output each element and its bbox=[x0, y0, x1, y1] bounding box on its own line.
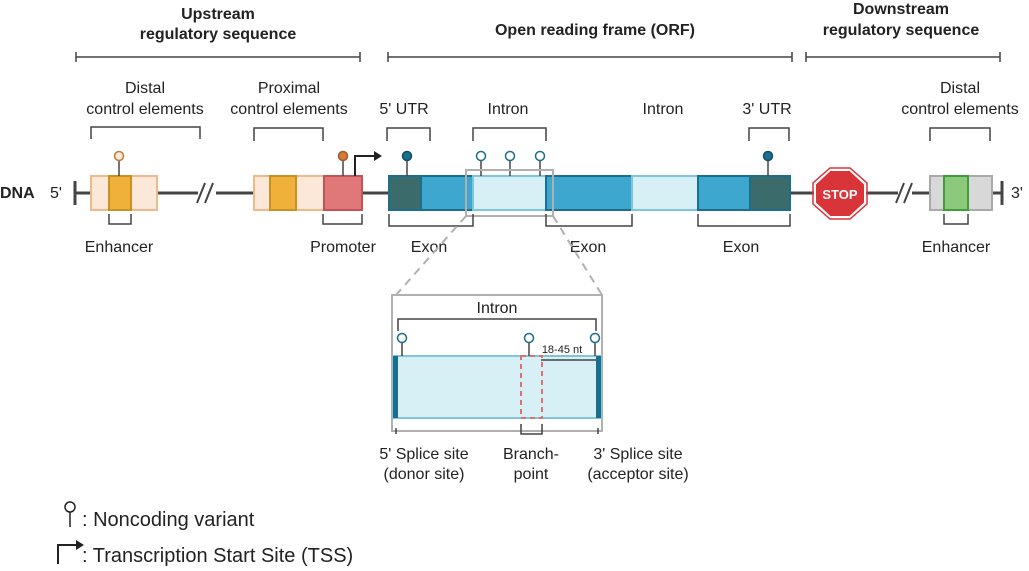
inset-intron-title: Intron bbox=[477, 300, 518, 317]
noncoding-variant-pin bbox=[401, 150, 413, 176]
downstream-title-line1: Downstream bbox=[853, 1, 949, 18]
exon3-box bbox=[697, 175, 751, 211]
orf-title: Open reading frame (ORF) bbox=[495, 22, 695, 39]
noncoding-variant-pin bbox=[523, 332, 535, 356]
exon2-bracket bbox=[545, 214, 633, 227]
branchpoint-bracket bbox=[520, 424, 543, 435]
intron1-label: Intron bbox=[488, 101, 529, 118]
intron1-bracket bbox=[472, 127, 547, 141]
orf-section-header: Open reading frame (ORF) bbox=[387, 22, 793, 62]
downstream-section-header: Downstream regulatory sequence bbox=[805, 1, 1001, 62]
splice5-label-line2: (donor site) bbox=[384, 466, 465, 483]
stop-label: STOP bbox=[822, 187, 857, 202]
legend: : Noncoding variant : Transcription Star… bbox=[57, 501, 353, 567]
noncoding-variant-pin bbox=[337, 150, 349, 176]
upstream-section-header: Upstream regulatory sequence bbox=[75, 6, 361, 62]
inset-acceptor-boundary bbox=[596, 356, 601, 418]
noncoding-variant-pin bbox=[534, 150, 546, 176]
utr3-box bbox=[749, 175, 791, 211]
branchpoint-label-line1: Branch- bbox=[503, 446, 559, 463]
enhancer-right bbox=[929, 175, 993, 211]
inset-branchpoint-box bbox=[520, 355, 543, 419]
three-prime-label: 3' bbox=[1011, 185, 1023, 202]
stop-sign-icon: STOP bbox=[812, 167, 868, 220]
upstream-title-line1: Upstream bbox=[181, 6, 255, 23]
intron2-box bbox=[631, 175, 699, 211]
utr5-label: 5' UTR bbox=[379, 101, 428, 118]
zoom-connector-left bbox=[395, 215, 467, 296]
noncoding-variant-pin bbox=[396, 332, 408, 356]
legend-variant-text: : Noncoding variant bbox=[82, 509, 255, 531]
promoter-label: Promoter bbox=[310, 239, 376, 256]
break-mark-left bbox=[196, 182, 214, 204]
distal-left-bracket bbox=[90, 126, 201, 139]
noncoding-variant-pin bbox=[475, 150, 487, 176]
exon3-label: Exon bbox=[723, 239, 759, 256]
distal-right-label-line2: control elements bbox=[901, 101, 1018, 118]
exon2-box bbox=[545, 175, 633, 211]
tss-arrow-icon bbox=[354, 151, 382, 176]
utr3-bracket bbox=[748, 127, 790, 141]
splice3-label-line1: 3' Splice site bbox=[593, 446, 682, 463]
noncoding-variant-pin bbox=[762, 150, 774, 176]
noncoding-variant-pin bbox=[589, 332, 601, 356]
enhancer-right-bracket bbox=[943, 214, 969, 225]
noncoding-variant-pin bbox=[113, 150, 125, 176]
proximal-bracket bbox=[253, 127, 324, 141]
break-mark-right bbox=[895, 182, 913, 204]
splice3-label-line2: (acceptor site) bbox=[587, 466, 688, 483]
distal-left-label-line1: Distal bbox=[125, 80, 165, 97]
distal-right-bracket bbox=[929, 127, 991, 141]
enhancer-right-label: Enhancer bbox=[922, 239, 991, 256]
splice5-label-line1: 5' Splice site bbox=[379, 446, 468, 463]
downstream-bracket bbox=[805, 52, 1001, 62]
enhancer-left-label: Enhancer bbox=[85, 239, 154, 256]
dna-label: DNA bbox=[0, 185, 35, 202]
inset-distance-label: 18-45 nt bbox=[542, 344, 582, 356]
promoter-box bbox=[323, 175, 363, 211]
inset-intron-box bbox=[392, 355, 602, 419]
proximal-label-line2: control elements bbox=[230, 101, 347, 118]
distal-left-label-line2: control elements bbox=[86, 101, 203, 118]
inset-intron-bracket bbox=[397, 318, 597, 331]
legend-tss-text: : Transcription Start Site (TSS) bbox=[82, 545, 353, 567]
exon1-bracket bbox=[388, 214, 474, 227]
downstream-title-line2: regulatory sequence bbox=[823, 22, 980, 39]
legend-tss-arrow-icon bbox=[57, 540, 84, 564]
exon1-label: Exon bbox=[411, 239, 447, 256]
zoom-connector-right bbox=[552, 215, 603, 296]
utr5-bracket bbox=[386, 127, 431, 141]
utr5-box bbox=[388, 175, 422, 211]
exon3-bracket bbox=[697, 214, 791, 227]
upstream-bracket bbox=[75, 52, 361, 62]
legend-variant-pin-icon bbox=[64, 501, 76, 527]
utr3-label: 3' UTR bbox=[742, 101, 791, 118]
noncoding-variant-pin bbox=[504, 150, 516, 176]
distal-right-label-line1: Distal bbox=[940, 80, 980, 97]
upstream-title-line2: regulatory sequence bbox=[140, 26, 297, 43]
intron-inset-panel: Intron 18-45 nt bbox=[391, 294, 603, 432]
orf-bracket bbox=[387, 52, 793, 62]
intron2-label: Intron bbox=[643, 101, 684, 118]
intron1-box bbox=[472, 175, 547, 211]
inset-donor-boundary bbox=[393, 356, 398, 418]
proximal-elements bbox=[253, 175, 325, 211]
exon1-box bbox=[420, 175, 474, 211]
exon2-label: Exon bbox=[570, 239, 606, 256]
intron-zoom-highlight bbox=[465, 169, 554, 217]
orf-body bbox=[388, 175, 791, 211]
proximal-label-line1: Proximal bbox=[258, 80, 320, 97]
five-prime-label: 5' bbox=[50, 185, 62, 202]
branchpoint-label-line2: point bbox=[514, 466, 549, 483]
enhancer-left bbox=[90, 175, 158, 211]
promoter-bracket bbox=[322, 214, 363, 225]
enhancer-left-bracket bbox=[108, 214, 132, 225]
